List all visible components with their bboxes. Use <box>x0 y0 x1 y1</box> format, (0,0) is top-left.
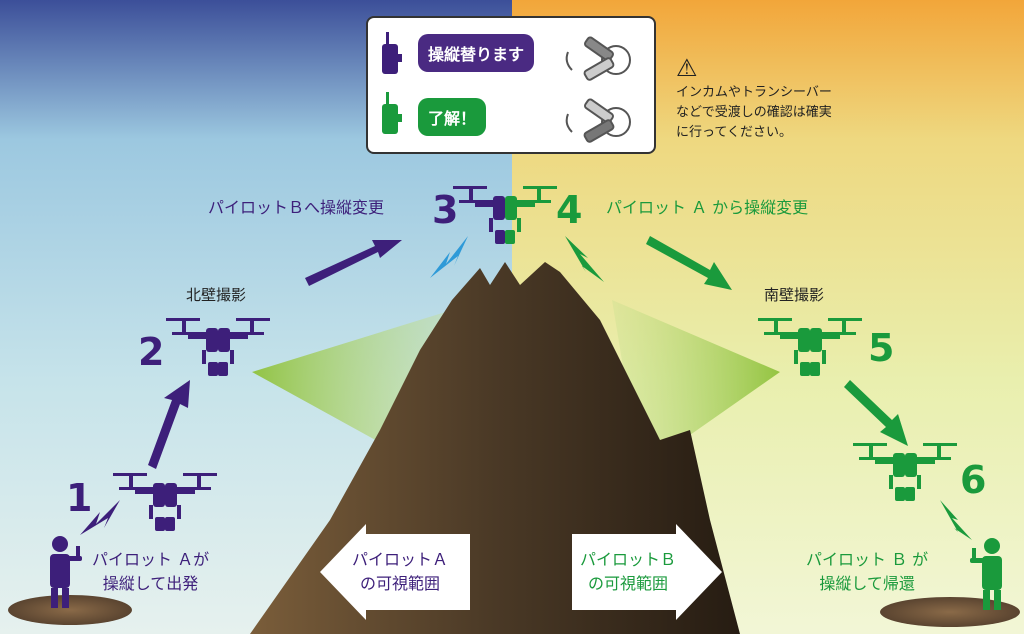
step-number-1: 1 <box>66 476 93 520</box>
warning-line-2: などで受渡しの確認は確実 <box>676 105 832 120</box>
view-a-line-1: パイロットＡ <box>352 550 449 569</box>
pilot-a-figure <box>50 536 82 608</box>
view-b-label: パイロットＢ の可視範囲 <box>580 548 676 596</box>
pilot-a-ground <box>8 595 132 625</box>
drone-5-icon <box>758 318 862 376</box>
pilot-b-line-2: 操縦して帰還 <box>819 574 915 593</box>
handover-bubble: 操縦替ります <box>418 34 535 72</box>
arrow-5-to-6 <box>844 380 908 446</box>
warning-line-3: に行ってください。 <box>676 125 792 140</box>
warning-line-1: インカムやトランシーバー <box>676 85 832 100</box>
radio-green-icon <box>382 92 402 134</box>
step-number-5: 5 <box>868 326 895 370</box>
label-pilot-a-start: パイロット Ａが 操縦して出発 <box>92 548 209 596</box>
radio-purple-icon <box>382 32 402 74</box>
label-north-wall: 北壁撮影 <box>186 286 247 304</box>
step-number-4: 4 <box>556 188 583 232</box>
signal-bolt-1 <box>80 500 120 535</box>
label-pilot-b-return: パイロット Ｂ が 操縦して帰還 <box>806 548 928 596</box>
signal-bolt-6 <box>940 500 972 540</box>
label-from-pilot-a: パイロット Ａ から操縦変更 <box>606 198 809 217</box>
view-a-label: パイロットＡ の可視範囲 <box>352 548 448 596</box>
view-b-line-2: の可視範囲 <box>588 574 669 593</box>
view-a-line-2: の可視範囲 <box>360 574 441 593</box>
step-number-2: 2 <box>138 330 165 374</box>
label-to-pilot-b: パイロットＢへ操縦変更 <box>208 198 385 217</box>
drone-6-icon <box>853 443 957 501</box>
step-number-3: 3 <box>432 188 459 232</box>
signal-bolt-3 <box>430 236 468 278</box>
drone-3-icon <box>453 186 557 244</box>
pilot-b-line-1: パイロット Ｂ が <box>806 550 929 569</box>
south-wall-view-beam <box>612 300 780 470</box>
label-south-wall: 南壁撮影 <box>764 286 825 304</box>
handover-icon <box>565 36 631 81</box>
receive-icon <box>565 98 631 143</box>
pilot-a-line-1: パイロット Ａが <box>92 550 210 569</box>
warning-icon: ⚠ <box>676 54 698 82</box>
signal-bolt-4 <box>565 236 604 282</box>
view-b-line-1: パイロットＢ <box>580 550 677 569</box>
step-number-6: 6 <box>960 458 987 502</box>
arrow-2-to-3 <box>305 240 402 286</box>
pilot-a-line-2: 操縦して出発 <box>102 574 199 593</box>
warning-text: インカムやトランシーバー などで受渡しの確認は確実 に行ってください。 <box>676 83 832 143</box>
acknowledge-bubble: 了解！ <box>418 98 487 136</box>
drone-2-icon <box>166 318 270 376</box>
drone-1-icon <box>113 473 217 531</box>
arrow-1-to-2 <box>148 380 190 469</box>
arrow-4-to-5 <box>646 236 732 290</box>
legend-art <box>382 32 631 143</box>
pilot-b-figure <box>970 538 1002 610</box>
handover-legend: 操縦替ります 了解！ <box>366 16 656 154</box>
